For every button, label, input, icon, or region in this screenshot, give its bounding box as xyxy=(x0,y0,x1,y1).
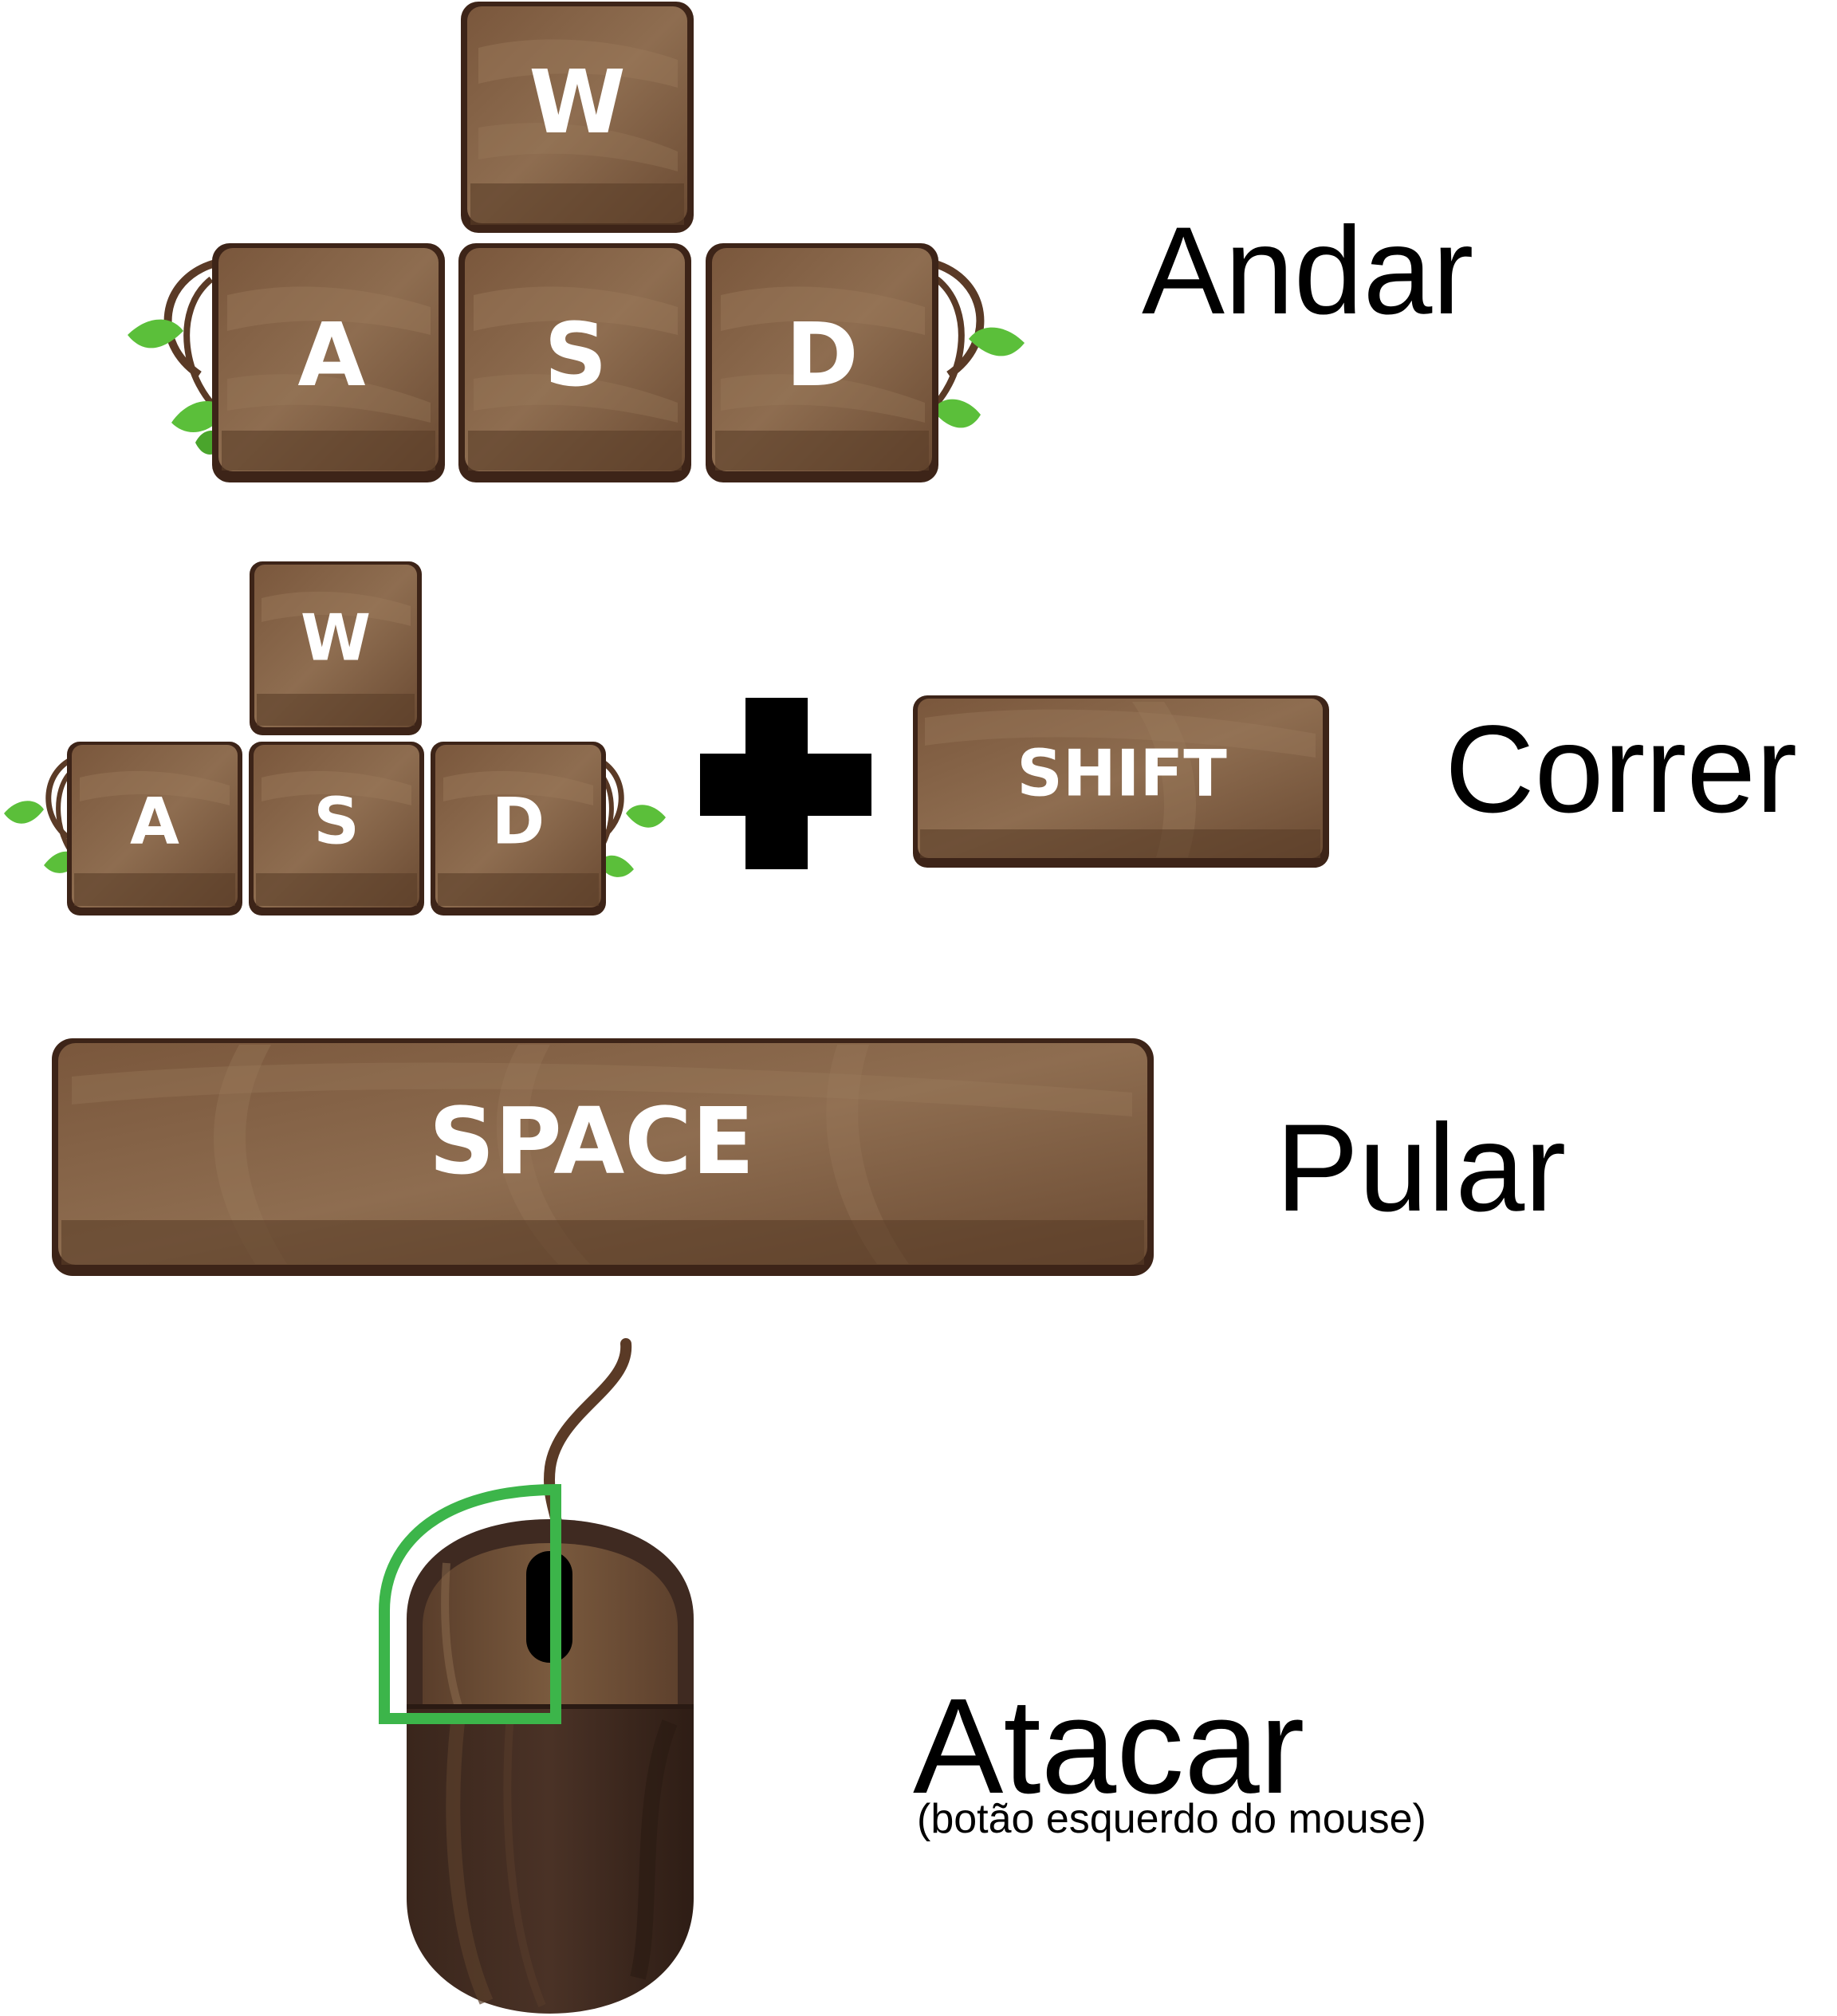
attack-action-sublabel: (botão esquerdo do mouse) xyxy=(917,1796,1426,1842)
key-d-label: D xyxy=(785,304,858,406)
key-s-label: S xyxy=(544,304,607,406)
leaf-icon xyxy=(933,399,981,428)
run-keys-group: W A S D xyxy=(4,561,1329,915)
plus-icon xyxy=(700,698,871,869)
vine-decoration-right xyxy=(922,259,1025,428)
key-a: A xyxy=(212,243,445,482)
key-a: A xyxy=(67,742,242,915)
key-w-label: W xyxy=(301,601,371,675)
key-s: S xyxy=(458,243,691,482)
key-d-label: D xyxy=(492,785,545,859)
key-d: D xyxy=(706,243,938,482)
key-space-label: SPACE xyxy=(429,1089,755,1195)
key-a-label: A xyxy=(297,304,365,406)
key-shift-label: SHIFT xyxy=(1017,737,1227,811)
left-mouse-button-highlight xyxy=(379,1483,561,1724)
run-action-label: Correr xyxy=(1445,700,1798,839)
leaf-icon xyxy=(969,327,1025,356)
key-w-label: W xyxy=(529,51,625,153)
key-s-label: S xyxy=(313,785,360,859)
leaf-icon xyxy=(626,805,666,828)
leaf-icon xyxy=(4,801,44,824)
walk-keys-group: W A S D xyxy=(128,2,1025,482)
mouse-scroll-wheel xyxy=(526,1551,572,1663)
walk-action-label: Andar xyxy=(1142,202,1474,341)
key-d: D xyxy=(431,742,606,915)
key-a-label: A xyxy=(130,785,179,859)
key-w: W xyxy=(461,2,694,233)
key-s: S xyxy=(249,742,424,915)
key-shift: SHIFT xyxy=(913,695,1329,868)
mouse-body xyxy=(407,1707,694,2014)
key-w: W xyxy=(250,561,422,735)
leaf-icon xyxy=(598,855,634,877)
jump-action-label: Pular xyxy=(1276,1099,1567,1238)
key-space: SPACE xyxy=(52,1038,1154,1276)
mouse-icon xyxy=(379,1338,694,2014)
attack-action-label: Atacar xyxy=(913,1671,1305,1822)
leaf-icon xyxy=(128,319,183,348)
